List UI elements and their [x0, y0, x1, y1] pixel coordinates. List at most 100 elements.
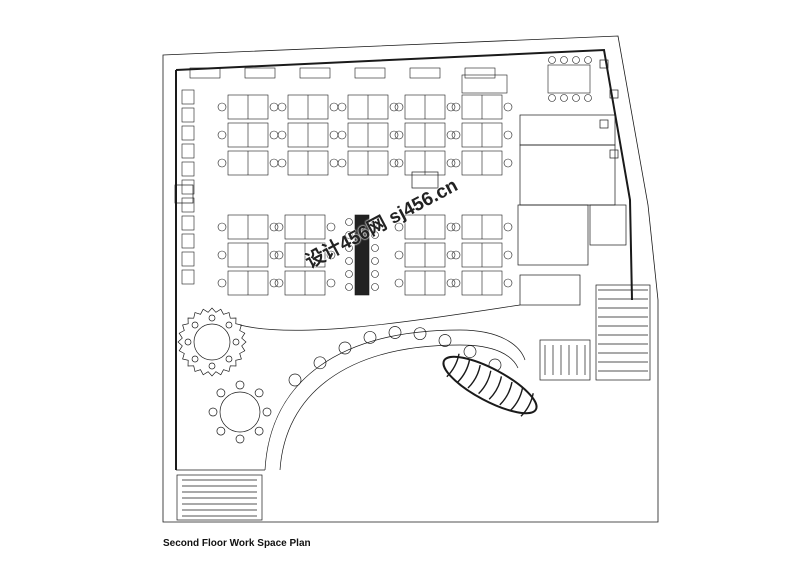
column: [411, 171, 439, 189]
chair-icon: [446, 250, 456, 260]
chair-icon: [326, 278, 336, 288]
chair-icon: [337, 102, 347, 112]
chair-icon: [394, 130, 404, 140]
chair-icon: [217, 250, 227, 260]
chair-icon: [548, 56, 556, 64]
pod-rib: [467, 364, 481, 389]
chair-icon: [326, 222, 336, 232]
wall-desk: [181, 107, 195, 123]
column: [609, 89, 619, 99]
chair-icon: [371, 244, 379, 252]
chair-icon: [584, 94, 592, 102]
chair-icon: [446, 222, 456, 232]
chair-icon: [208, 407, 218, 417]
wall-desk: [181, 161, 195, 177]
exit-stair: [176, 474, 263, 521]
wall-desk: [409, 67, 441, 79]
chair-icon: [269, 278, 279, 288]
plan-caption: Second Floor Work Space Plan: [163, 538, 311, 549]
chair-icon: [191, 321, 199, 329]
wall-desk: [181, 251, 195, 267]
curved-wall: [264, 329, 526, 471]
chair-icon: [503, 130, 513, 140]
chair-icon: [269, 130, 279, 140]
chair-icon: [503, 102, 513, 112]
chair-icon: [269, 158, 279, 168]
wall-desk: [189, 67, 221, 79]
chair-icon: [451, 278, 461, 288]
lounge-seat: [363, 331, 377, 344]
pod-rib: [520, 393, 534, 417]
chair-icon: [217, 102, 227, 112]
pod-rib: [499, 381, 513, 406]
chair-icon: [371, 231, 379, 239]
wall-desk: [181, 143, 195, 159]
chair-icon: [274, 222, 284, 232]
chair-icon: [572, 56, 580, 64]
chair-icon: [337, 130, 347, 140]
chair-icon: [371, 218, 379, 226]
lounge-seat: [463, 345, 477, 358]
chair-icon: [254, 388, 264, 398]
chair-icon: [389, 102, 399, 112]
chair-icon: [217, 222, 227, 232]
wall-desk: [181, 269, 195, 285]
chair-icon: [451, 158, 461, 168]
wall-desk: [181, 197, 195, 213]
chair-icon: [371, 257, 379, 265]
curved-wall: [279, 344, 519, 471]
chair-icon: [560, 56, 568, 64]
pod-rib: [456, 359, 471, 383]
chair-icon: [503, 222, 513, 232]
chair-icon: [326, 250, 336, 260]
building-outline: [162, 35, 659, 523]
chair-icon: [216, 388, 226, 398]
long-table: [354, 214, 370, 296]
chair-icon: [269, 102, 279, 112]
chair-icon: [329, 102, 339, 112]
chair-icon: [225, 355, 233, 363]
wall-desk: [181, 215, 195, 231]
chair-icon: [503, 158, 513, 168]
curved-partition: [239, 304, 521, 331]
chair-icon: [446, 278, 456, 288]
chair-icon: [262, 407, 272, 417]
lounge-seat: [388, 326, 402, 339]
chair-icon: [277, 158, 287, 168]
wall-desk: [181, 89, 195, 105]
wall-desk: [181, 179, 195, 195]
chair-icon: [216, 426, 226, 436]
chair-icon: [345, 257, 353, 265]
chair-icon: [345, 231, 353, 239]
chair-icon: [217, 158, 227, 168]
chair-icon: [371, 283, 379, 291]
desk-clusters: [181, 56, 592, 296]
chair-icon: [345, 218, 353, 226]
chair-icon: [394, 102, 404, 112]
chair-icon: [274, 278, 284, 288]
column: [174, 184, 194, 204]
wall-desk: [354, 67, 386, 79]
chair-icon: [451, 130, 461, 140]
reception-desk: [461, 74, 508, 94]
chair-icon: [329, 158, 339, 168]
chair-icon: [345, 270, 353, 278]
chair-icon: [235, 434, 245, 444]
elliptical-pod: [442, 353, 538, 417]
toilet-room: [519, 144, 616, 206]
chair-icon: [217, 130, 227, 140]
round-table: [193, 323, 231, 361]
chair-icon: [269, 250, 279, 260]
chair-icon: [584, 56, 592, 64]
chair-icon: [451, 222, 461, 232]
chair-icon: [394, 158, 404, 168]
chair-icon: [235, 380, 245, 390]
lounge-seat: [413, 327, 427, 341]
chair-icon: [269, 222, 279, 232]
chair-icon: [345, 283, 353, 291]
wall-desk: [464, 67, 496, 79]
chair-icon: [503, 250, 513, 260]
chair-icon: [451, 102, 461, 112]
wall-desk: [181, 125, 195, 141]
chair-icon: [451, 250, 461, 260]
